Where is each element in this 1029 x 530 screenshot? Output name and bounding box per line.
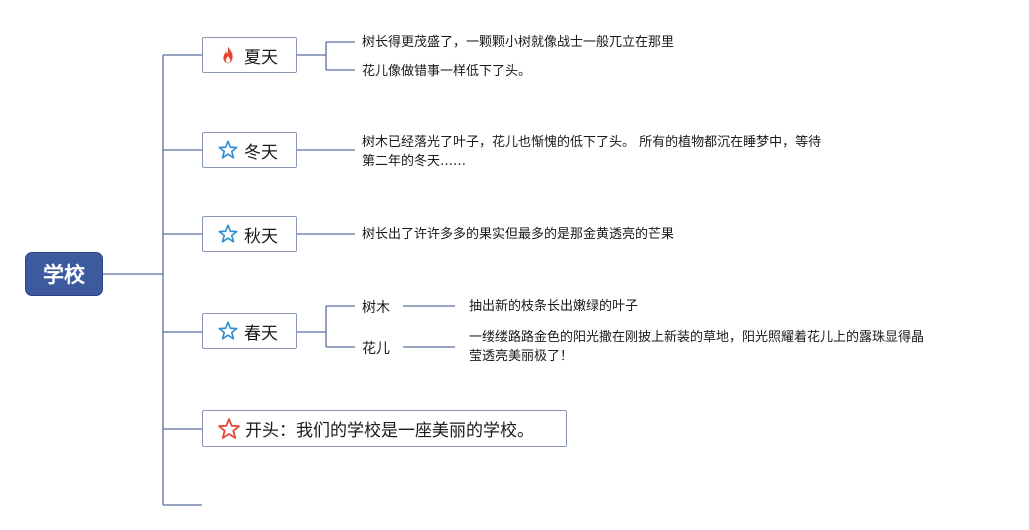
summer-note-1: 树长得更茂盛了，一颗颗小树就像战士一般兀立在那里	[362, 35, 675, 50]
winter-label: 冬天	[244, 142, 278, 163]
node-spring[interactable]: 春天	[202, 313, 297, 349]
winter-note-line-1: 树木已经落光了叶子，花儿也惭愧的低下了头。 所有的植物都沉在睡梦中，等待	[362, 135, 822, 150]
star-outline-blue-icon	[218, 224, 238, 243]
spring-flowers-label: 花儿	[362, 341, 390, 357]
star-outline-blue-icon	[218, 140, 238, 159]
spring-flowers-note-line-1: 一缕缕路路金色的阳光撒在刚披上新装的草地，阳光照耀着花儿上的露珠显得晶	[469, 330, 925, 345]
node-opening[interactable]: 开头：我们的学校是一座美丽的学校。	[202, 410, 567, 447]
spring-trees-label: 树木	[362, 300, 390, 316]
summer-label: 夏天	[244, 47, 278, 68]
spring-flowers-note: 一缕缕路路金色的阳光撒在刚披上新装的草地，阳光照耀着花儿上的露珠显得晶 莹透亮美…	[469, 328, 924, 366]
star-outline-blue-icon	[218, 321, 238, 340]
root-label: 学校	[43, 263, 85, 287]
star-outline-red-icon	[218, 417, 240, 439]
spring-label: 春天	[244, 323, 278, 344]
autumn-label: 秋天	[244, 226, 278, 247]
summer-note-2: 花儿像做错事一样低下了头。	[362, 64, 532, 79]
fire-icon	[223, 45, 233, 64]
node-winter[interactable]: 冬天	[202, 132, 297, 168]
winter-note: 树木已经落光了叶子，花儿也惭愧的低下了头。 所有的植物都沉在睡梦中，等待 第二年…	[362, 133, 821, 171]
autumn-note: 树长出了许许多多的果实但最多的是那金黄透亮的芒果	[362, 227, 675, 242]
spring-trees-note: 抽出新的枝条长出嫩绿的叶子	[469, 299, 639, 314]
node-summer[interactable]: 夏天	[202, 37, 297, 73]
root-node[interactable]: 学校	[25, 252, 103, 296]
opening-label: 开头：我们的学校是一座美丽的学校。	[245, 421, 534, 441]
winter-note-line-2: 第二年的冬天……	[362, 154, 467, 169]
spring-flowers-note-line-2: 莹透亮美丽极了！	[469, 349, 574, 364]
node-autumn[interactable]: 秋天	[202, 216, 297, 252]
